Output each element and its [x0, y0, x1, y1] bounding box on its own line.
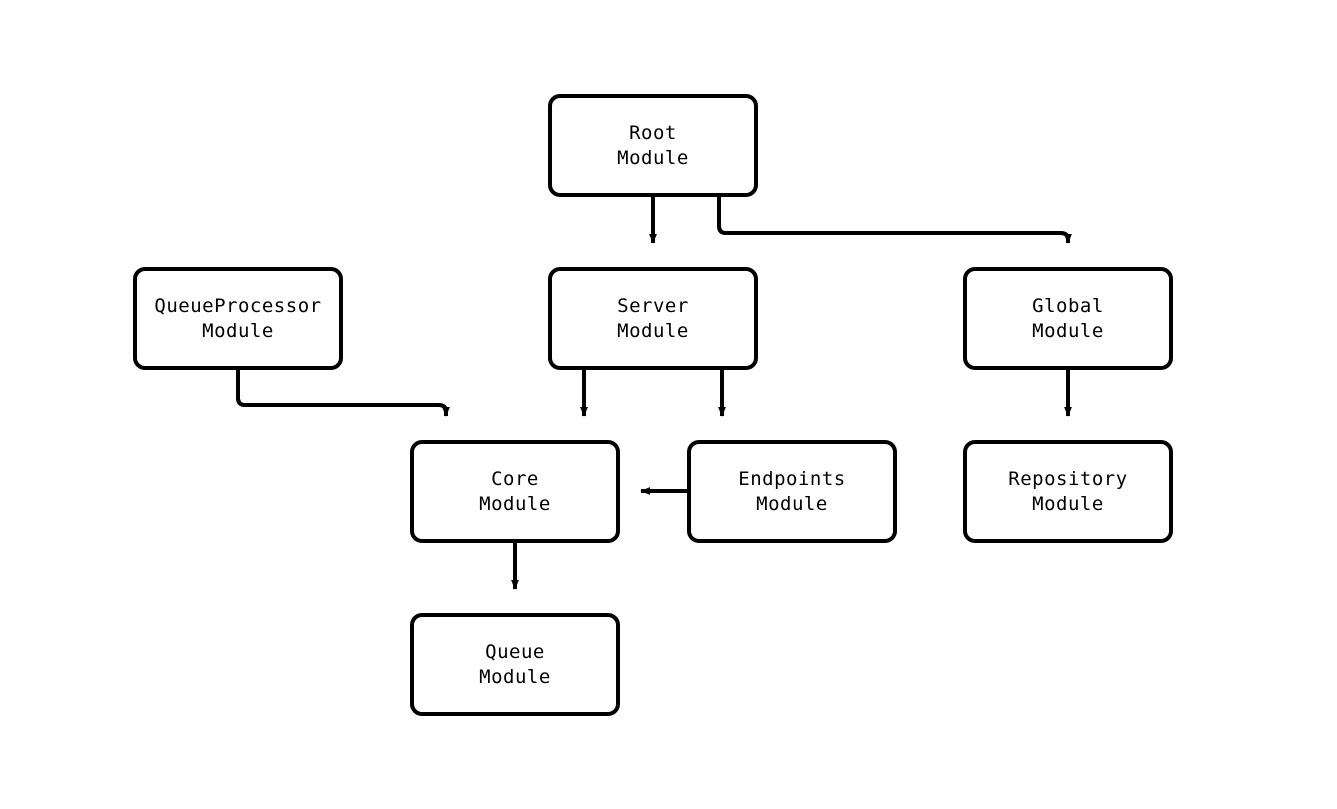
queueprocessor-module-node[interactable]: QueueProcessor Module: [133, 267, 343, 370]
queueprocessor-module-label-line2: Module: [202, 319, 274, 342]
queue-module-label-line1: Queue: [485, 641, 545, 664]
global-module-label-line1: Global: [1032, 295, 1104, 318]
core-module-node[interactable]: Core Module: [410, 440, 620, 543]
core-module-label-line2: Module: [479, 492, 551, 515]
endpoints-module-label-line1: Endpoints: [738, 468, 846, 491]
core-module-label-line1: Core: [491, 468, 539, 491]
queue-module-label-line2: Module: [479, 665, 551, 688]
repository-module-label-line1: Repository: [1008, 468, 1128, 491]
server-module-label-line2: Module: [617, 319, 689, 342]
repository-module-label-line2: Module: [1032, 492, 1104, 515]
root-module-node[interactable]: Root Module: [548, 94, 758, 197]
endpoints-module-label-line2: Module: [756, 492, 828, 515]
endpoints-module-node[interactable]: Endpoints Module: [687, 440, 897, 543]
server-module-label-line1: Server: [617, 295, 689, 318]
queue-module-node[interactable]: Queue Module: [410, 613, 620, 716]
repository-module-node[interactable]: Repository Module: [963, 440, 1173, 543]
edge-root-to-global: [717, 197, 1072, 244]
server-module-node[interactable]: Server Module: [548, 267, 758, 370]
global-module-label-line2: Module: [1032, 319, 1104, 342]
root-module-label-line2: Module: [617, 146, 689, 169]
queueprocessor-module-label-line1: QueueProcessor: [154, 295, 322, 318]
edge-queueprocessor-to-core: [236, 370, 450, 417]
root-module-label-line1: Root: [629, 122, 677, 145]
global-module-node[interactable]: Global Module: [963, 267, 1173, 370]
